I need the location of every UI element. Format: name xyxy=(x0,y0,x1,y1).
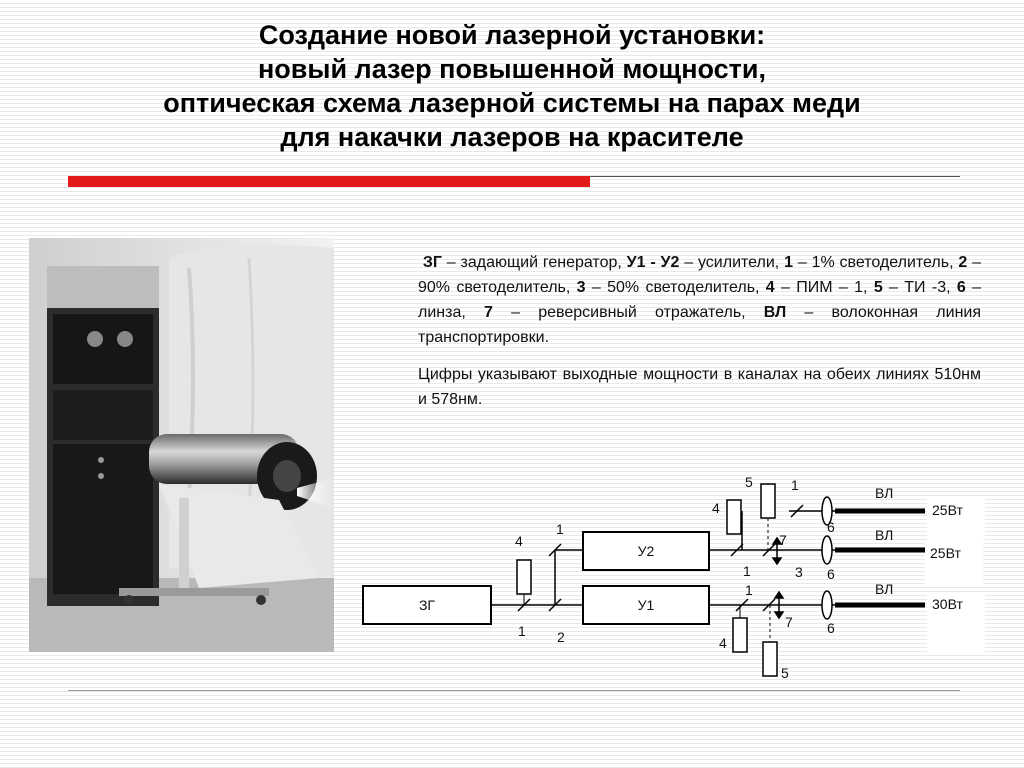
legend-key: 5 xyxy=(873,279,883,296)
schema-marker: 2 xyxy=(557,629,565,645)
power-label-box xyxy=(925,542,983,586)
schema-marker: 4 xyxy=(515,533,523,549)
title-line: Создание новой лазерной установки: xyxy=(258,20,766,50)
amplifier-u1-label: У1 xyxy=(638,597,655,613)
legend-text: – реверсивный отражатель, xyxy=(492,304,764,321)
power-label-box xyxy=(927,496,985,540)
schema-marker: 4 xyxy=(712,500,720,516)
amplifier-u1-box xyxy=(582,585,710,625)
beam-splitter xyxy=(762,598,776,612)
legend-key: 4 xyxy=(765,279,775,296)
schema-marker: 1 xyxy=(743,563,751,579)
legend-text: – усилители, xyxy=(679,254,785,271)
lens-6 xyxy=(821,590,833,620)
title-line: оптическая схема лазерной системы на пар… xyxy=(163,88,861,118)
schema-marker: 1 xyxy=(518,623,526,639)
legend-key: 2 xyxy=(958,254,968,271)
output-power-mid: 25Вт xyxy=(930,545,961,561)
beam-splitter xyxy=(735,598,749,612)
legend-text: – ТИ -3, xyxy=(882,279,957,296)
legend-text: – ПИМ – 1, xyxy=(774,279,874,296)
fiber-label: ВЛ xyxy=(875,581,893,597)
power-meter-4 xyxy=(726,499,742,535)
master-oscillator-label: ЗГ xyxy=(419,597,435,613)
fiber-label: ВЛ xyxy=(875,485,893,501)
title-divider xyxy=(590,176,960,177)
schema-marker: 6 xyxy=(827,566,835,582)
legend-text: – 50% светоделитель, xyxy=(585,279,766,296)
schema-marker: 5 xyxy=(781,665,789,681)
amplifier-u2-box xyxy=(582,531,710,571)
beam-splitter xyxy=(548,598,562,612)
master-oscillator-box xyxy=(362,585,492,625)
legend-paragraph: ЗГ – задающий генератор, У1 - У2 – усили… xyxy=(418,250,981,350)
legend-text: – 1% светоделитель, xyxy=(792,254,959,271)
power-meter-4 xyxy=(516,559,532,595)
legend-key: 3 xyxy=(576,279,586,296)
output-power-bottom: 30Вт xyxy=(932,596,963,612)
legend-description: ЗГ – задающий генератор, У1 - У2 – усили… xyxy=(418,250,981,412)
title-line: новый лазер повышенной мощности, xyxy=(258,54,766,84)
output-power-top: 25Вт xyxy=(932,502,963,518)
power-meter-4 xyxy=(732,617,748,653)
laser-setup-photo xyxy=(29,238,334,652)
schema-marker: 7 xyxy=(785,614,793,630)
power-meter-5 xyxy=(762,641,778,677)
title-line: для накачки лазеров на красителе xyxy=(280,122,744,152)
title-accent-bar xyxy=(68,176,590,187)
lens-6 xyxy=(821,496,833,526)
bottom-divider xyxy=(68,690,960,691)
legend-key: 1 xyxy=(784,254,793,271)
beam-splitter xyxy=(762,543,776,557)
legend-key: 6 xyxy=(956,279,966,296)
beam-splitter xyxy=(790,504,804,518)
slide-title: Создание новой лазерной установки: новый… xyxy=(20,18,1004,154)
fiber-label: ВЛ xyxy=(875,527,893,543)
legend-key: ВЛ xyxy=(763,304,787,321)
lens-6 xyxy=(821,535,833,565)
beam-splitter xyxy=(548,543,562,557)
power-meter-5 xyxy=(760,483,776,519)
legend-text: – задающий генератор, xyxy=(441,254,627,271)
schema-marker: 6 xyxy=(827,519,835,535)
power-label-box xyxy=(927,592,985,652)
legend-text: – 90% светоделитель, xyxy=(418,254,982,296)
legend-key: 7 xyxy=(484,304,493,321)
schema-marker: 1 xyxy=(745,582,753,598)
legend-note: Цифры указывают выходные мощности в кана… xyxy=(418,366,981,408)
legend-key: У1 - У2 xyxy=(626,254,680,271)
schema-marker: 5 xyxy=(745,474,753,490)
schema-marker: 4 xyxy=(719,635,727,651)
schema-marker: 3 xyxy=(795,564,803,580)
optical-schema: ЗГ У1 У2 ВЛ ВЛ xyxy=(362,474,985,681)
laser-setup-photo-drawing xyxy=(29,238,334,652)
legend-key: ЗГ xyxy=(422,254,442,271)
legend-text: – волоконная линия транспортировки. xyxy=(418,304,981,346)
schema-marker: 1 xyxy=(791,477,799,493)
beam-splitter xyxy=(730,543,744,557)
schema-marker: 1 xyxy=(556,521,564,537)
schema-marker: 6 xyxy=(827,620,835,636)
amplifier-u2-label: У2 xyxy=(638,543,655,559)
schema-marker: 7 xyxy=(779,532,787,548)
legend-text: – линза, xyxy=(418,279,982,321)
